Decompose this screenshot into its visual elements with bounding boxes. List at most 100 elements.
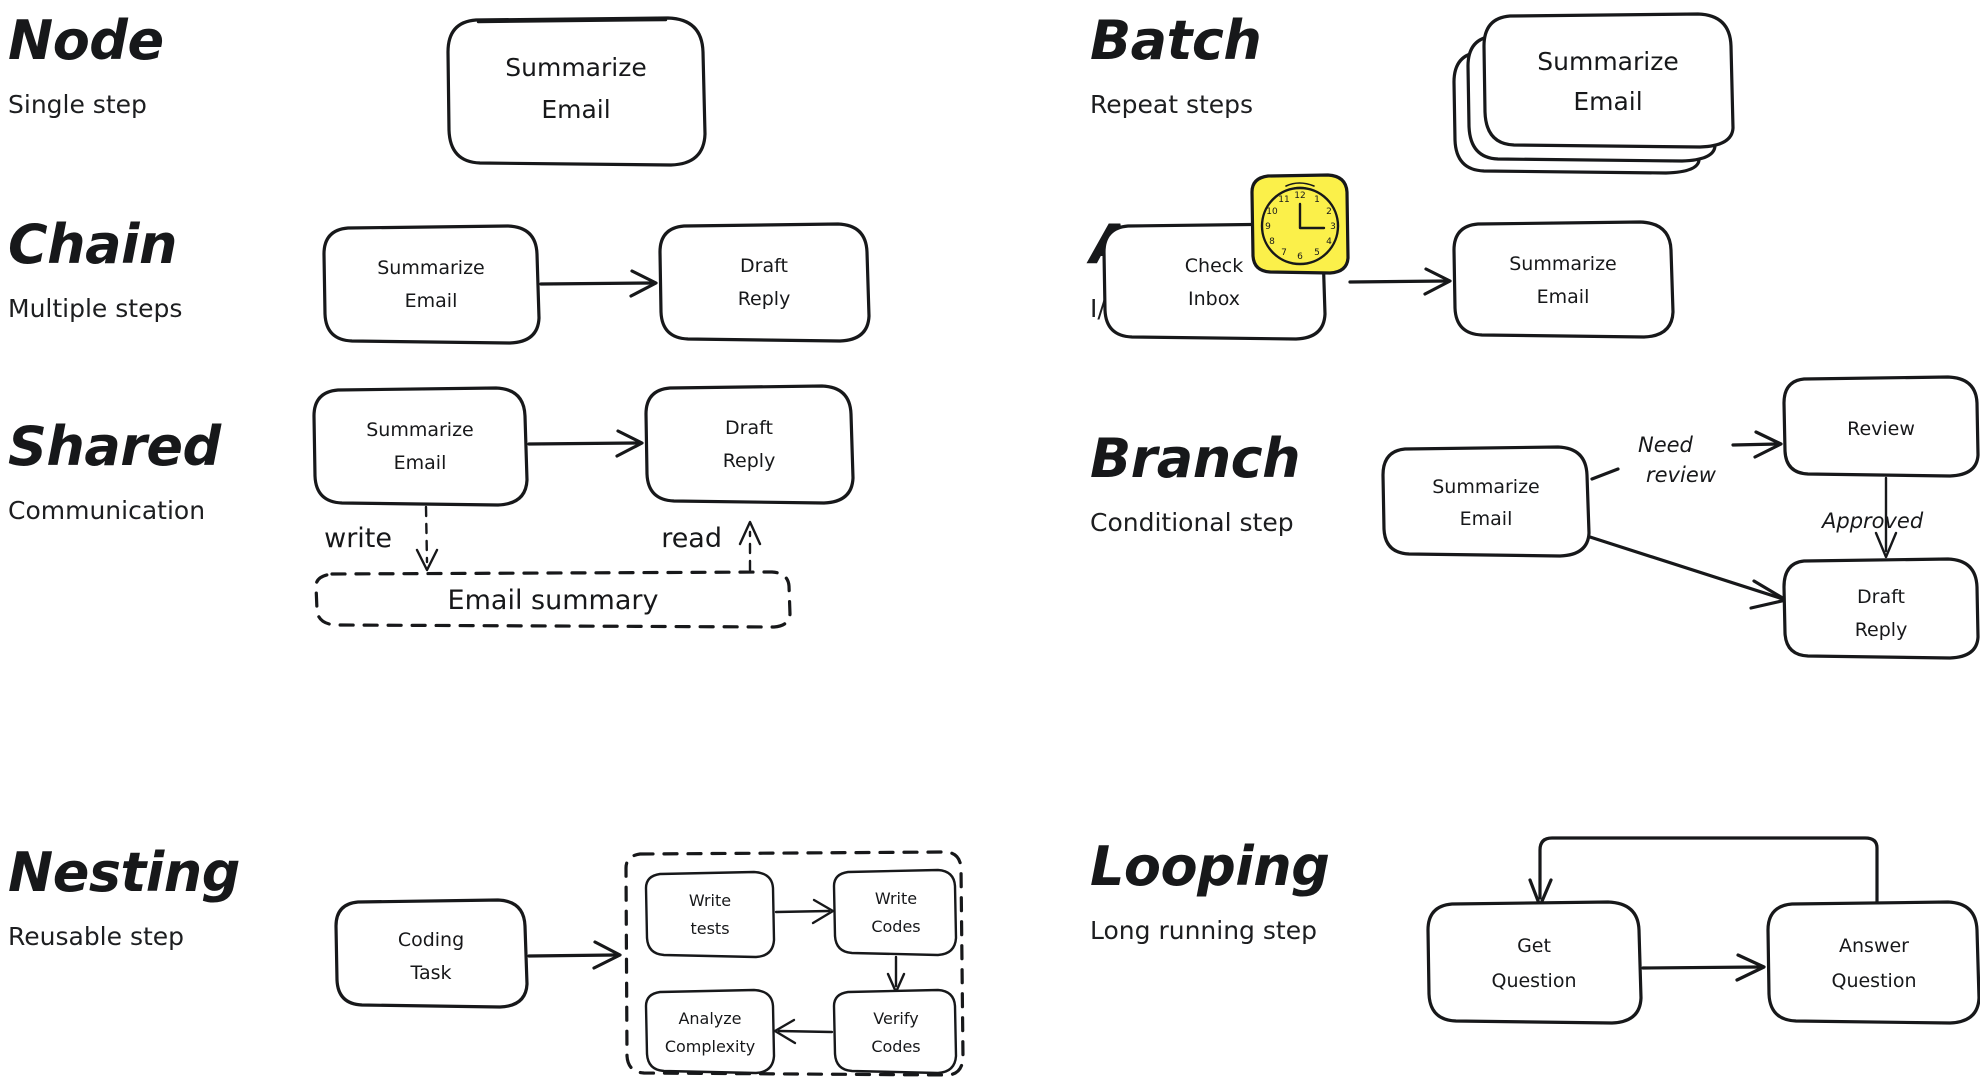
batch-label-line1: Summarize [1537,47,1678,76]
section-batch: Batch Repeat steps Summarize Email [990,0,1980,180]
shared-node-summarize-email[interactable]: Summarize Email [312,386,529,507]
node-diagram: Summarize Email [440,8,760,168]
shared-arrow-main [527,429,644,458]
chain-node-draft-reply[interactable]: Draft Reply [658,222,871,343]
clock-num-3: 3 [1330,222,1336,232]
branch-diagram: Summarize Email Need review Review [1380,365,1980,665]
branch-edge-approved: Approved [1820,476,1924,559]
nesting-node1-line2: Task [409,962,451,984]
shared-node2-line2: Reply [723,450,776,472]
nesting-node1-line1: Coding [398,929,464,951]
branch-node1-line1: Summarize [1432,476,1540,498]
section-branch: Branch Conditional step Summarize Email … [990,375,1980,670]
clock-num-5: 5 [1314,248,1320,258]
shared-node1-line2: Email [394,452,447,474]
node-summarize-email[interactable]: Summarize Email [446,16,707,167]
section-batch-subtitle: Repeat steps [1090,90,1254,119]
batch-diagram: Summarize Email [1450,0,1780,175]
chain-node-summarize-email[interactable]: Summarize Email [322,224,541,345]
section-shared-labels: Shared Communication [8,415,221,526]
section-chain-title: Chain [8,213,177,276]
looping-node-answer-question[interactable]: Answer Question [1766,900,1980,1025]
nesting-node-analyze-complexity[interactable]: Analyze Complexity [644,988,776,1075]
nesting-sub3-line2: Codes [871,1037,920,1056]
section-nesting-title: Nesting [8,841,240,904]
section-nesting: Nesting Reusable step Coding Task [0,830,990,1089]
branch-node-draft-reply[interactable]: Draft Reply [1782,557,1980,660]
nesting-arrow-verify-to-analyze [773,1018,834,1045]
looping-arrow-forward [1641,953,1766,982]
nesting-sub4-line2: Complexity [665,1037,755,1056]
shared-node2-line1: Draft [725,417,773,439]
branch-edge-direct [1588,535,1788,610]
chain-node2-line1: Draft [740,255,788,277]
section-node-title: Node [8,9,164,72]
section-node-subtitle: Single step [8,90,147,119]
nesting-node-write-codes[interactable]: Write Codes [832,868,958,957]
section-shared-title: Shared [8,415,221,478]
async-node-summarize-email[interactable]: Summarize Email [1452,220,1675,339]
clock-num-8: 8 [1269,237,1275,247]
alarm-clock-icon: 12 1 2 3 4 5 6 7 8 9 10 11 [1250,173,1350,275]
branch-node-summarize-email[interactable]: Summarize Email [1381,445,1591,558]
nesting-node-coding-task[interactable]: Coding Task [334,898,529,1009]
branch-node-review[interactable]: Review [1782,375,1980,478]
async-node2-line2: Email [1537,286,1590,308]
nesting-sub1-line2: tests [690,919,729,938]
chain-node2-line2: Reply [738,288,791,310]
shared-node-draft-reply[interactable]: Draft Reply [644,384,855,505]
looping-node1-line2: Question [1492,970,1577,992]
section-chain-subtitle: Multiple steps [8,294,183,323]
branch-edge-need-review: Need review [1590,430,1783,487]
section-looping-title: Looping [1090,835,1330,898]
section-chain-labels: Chain Multiple steps [8,213,183,324]
nesting-sub2-line2: Codes [871,917,920,936]
chain-node1-line2: Email [405,290,458,312]
shared-store-email-summary[interactable]: Email summary [314,570,792,629]
async-node1-line1: Check [1185,255,1243,277]
nesting-node-write-tests[interactable]: Write tests [644,870,776,959]
section-nesting-labels: Nesting Reusable step [8,841,240,952]
branch-need-label-line1: Need [1638,433,1694,457]
shared-write-edge: write [324,505,439,572]
section-async: Async I/O Wait Check Inbox 12 1 [990,173,1980,360]
clock-num-7: 7 [1281,248,1287,258]
branch-need-label-line2: review [1646,463,1717,487]
shared-store-label: Email summary [448,585,659,616]
clock-num-2: 2 [1326,207,1332,217]
clock-num-11: 11 [1278,195,1289,205]
shared-read-edge: read [661,520,762,572]
section-batch-title: Batch [1090,9,1262,72]
nesting-node-verify-codes[interactable]: Verify Codes [832,988,958,1075]
async-node1-line2: Inbox [1188,288,1240,310]
section-branch-subtitle: Conditional step [1090,508,1294,537]
nesting-sub3-line1: Verify [873,1009,918,1028]
clock-num-9: 9 [1265,222,1271,232]
nesting-subflow-container [624,850,965,1077]
looping-loopback-arrow [1528,836,1879,908]
branch-node3-line1: Draft [1857,586,1905,608]
nesting-arrow-into-flow [527,940,622,970]
batch-label-line2: Email [1573,87,1642,116]
looping-diagram: Get Question Answer Question [1380,800,1980,1080]
shared-node1-line1: Summarize [366,419,474,441]
clock-num-10: 10 [1266,207,1278,217]
nesting-sub4-line1: Analyze [678,1009,741,1028]
clock-num-12: 12 [1294,191,1305,201]
async-arrow-1 [1348,267,1452,296]
chain-diagram: Summarize Email Draft Reply [320,218,900,358]
section-branch-labels: Branch Conditional step [1090,432,1301,538]
section-nesting-subtitle: Reusable step [8,922,185,951]
looping-node-get-question[interactable]: Get Question [1426,900,1643,1025]
node-label-line2: Email [541,95,610,124]
branch-node3-line2: Reply [1855,619,1908,641]
looping-node2-line2: Question [1832,970,1917,992]
branch-approved-label: Approved [1820,509,1924,533]
branch-node1-line2: Email [1460,508,1513,530]
batch-card-front[interactable]: Summarize Email [1482,12,1735,149]
looping-node1-line1: Get [1517,935,1551,957]
section-node: Node Single step Summarize Email [0,0,990,180]
section-looping-subtitle: Long running step [1090,916,1317,945]
clock-num-6: 6 [1297,252,1303,262]
section-batch-labels: Batch Repeat steps [1090,9,1262,120]
